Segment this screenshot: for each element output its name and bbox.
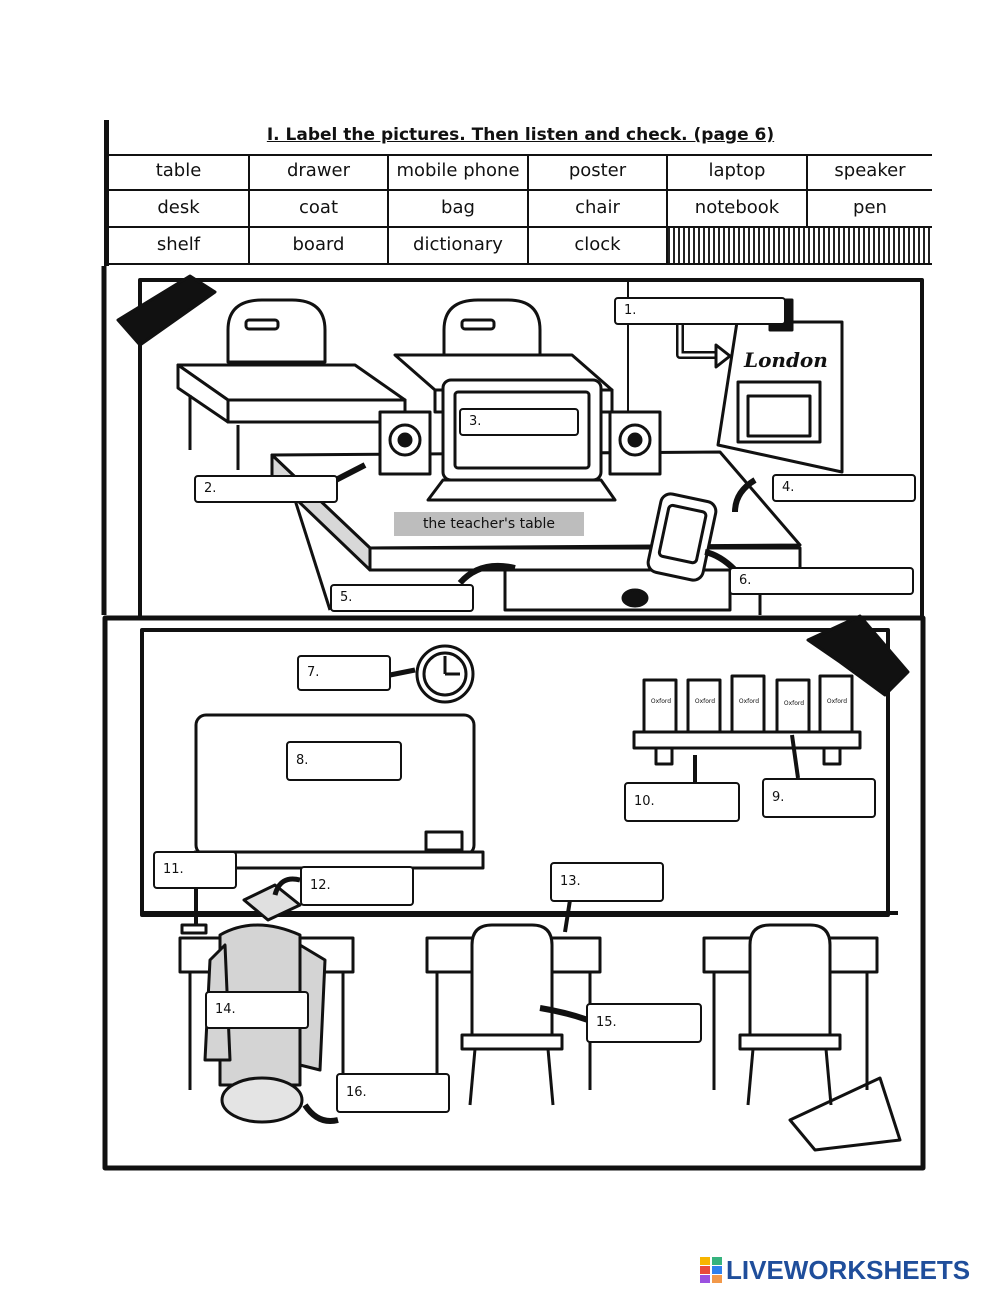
word-drawer: drawer	[250, 154, 389, 191]
label-box-4[interactable]: 4.	[772, 474, 916, 502]
label-box-13[interactable]: 13.	[550, 862, 664, 902]
dictionaries	[642, 674, 854, 734]
hatched-empty-cell	[668, 228, 932, 265]
book-label: Oxford	[783, 700, 805, 707]
word-mobile-phone: mobile phone	[389, 154, 529, 191]
chair-front-2	[470, 923, 554, 1037]
label-box-9[interactable]: 9.	[762, 778, 876, 818]
chair-back-1	[226, 298, 327, 364]
word-speaker: speaker	[808, 154, 932, 191]
label-box-10[interactable]: 10.	[624, 782, 740, 822]
tape-top-left	[116, 274, 217, 347]
shelf	[632, 730, 862, 750]
teachers-table-tag: the teacher's table	[394, 512, 584, 536]
poster-text: London	[744, 348, 828, 372]
word-coat: coat	[250, 191, 389, 228]
chair-back-2	[442, 298, 542, 364]
book-label: Oxford	[826, 698, 848, 705]
brand-text: LIVEWORKSHEETS	[726, 1254, 971, 1285]
label-box-8[interactable]: 8.	[286, 741, 402, 781]
word-desk: desk	[109, 191, 250, 228]
word-bank-table: I. Label the pictures. Then listen and c…	[104, 120, 932, 266]
word-bag: bag	[389, 191, 529, 228]
outer-frame-bottom	[102, 615, 926, 1171]
label-box-6[interactable]: 6.	[729, 567, 914, 595]
liveworksheets-logo: LIVEWORKSHEETS	[700, 1255, 970, 1285]
liveworksheets-logo-icon	[700, 1257, 722, 1283]
label-box-16[interactable]: 16.	[336, 1073, 450, 1113]
label-box-7[interactable]: 7.	[297, 655, 391, 691]
label-box-15[interactable]: 15.	[586, 1003, 702, 1043]
word-table: table	[109, 154, 250, 191]
label-box-5[interactable]: 5.	[330, 584, 474, 612]
word-laptop: laptop	[668, 154, 808, 191]
label-box-12[interactable]: 12.	[300, 866, 414, 906]
instruction-title: I. Label the pictures. Then listen and c…	[109, 120, 932, 156]
bag	[220, 1076, 304, 1124]
word-chair: chair	[529, 191, 668, 228]
label-box-14[interactable]: 14.	[205, 991, 309, 1029]
book-label: Oxford	[650, 698, 672, 705]
pen	[180, 923, 208, 935]
label-box-2[interactable]: 2.	[194, 475, 338, 503]
label-box-11[interactable]: 11.	[153, 851, 237, 889]
book-label: Oxford	[694, 698, 716, 705]
word-clock: clock	[529, 228, 668, 265]
word-board: board	[250, 228, 389, 265]
chair-front-3	[748, 923, 832, 1037]
word-poster: poster	[529, 154, 668, 191]
tape-right	[806, 614, 910, 697]
curled-corner	[788, 1076, 902, 1152]
laptop-base	[426, 478, 617, 502]
book-label: Oxford	[738, 698, 760, 705]
word-dictionary: dictionary	[389, 228, 529, 265]
word-notebook: notebook	[668, 191, 808, 228]
word-shelf: shelf	[109, 228, 250, 265]
label-box-3[interactable]: 3.	[459, 408, 579, 436]
books	[242, 883, 302, 922]
label-box-1[interactable]: 1.	[614, 297, 786, 325]
word-bank-grid: table drawer mobile phone poster laptop …	[109, 154, 932, 266]
word-pen: pen	[808, 191, 932, 228]
